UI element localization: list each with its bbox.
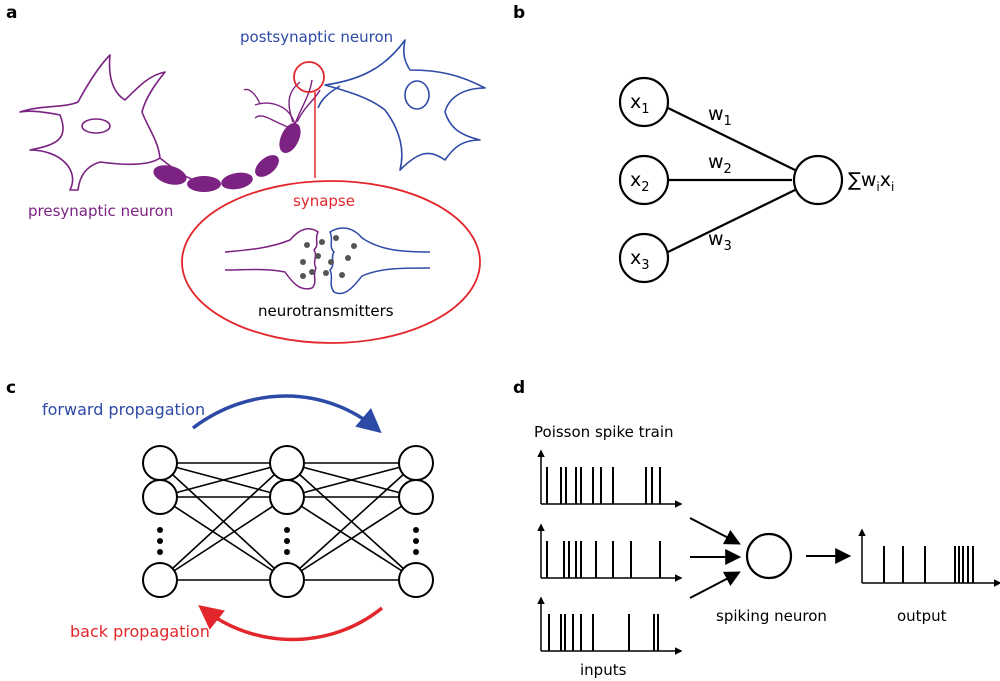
back-propagation-label: back propagation [70, 622, 210, 641]
myelin-sheath [153, 123, 301, 192]
network-nodes [142, 445, 434, 598]
input-node-x1 [618, 76, 670, 128]
weight-label-w2: w2 [708, 151, 732, 177]
network-edge [159, 462, 288, 581]
input-label-x2: x2 [630, 169, 650, 195]
synapse-presynaptic-terminal [224, 227, 319, 290]
input-node-x2 [618, 154, 670, 206]
network-edge [286, 496, 417, 581]
perceptron-edges [667, 107, 796, 253]
synapse-detail [224, 227, 431, 295]
back-arrow [198, 604, 384, 642]
network-node [142, 562, 178, 598]
network-edges [159, 462, 417, 581]
ellipsis-dot [413, 527, 419, 533]
weight-label-w1: w1 [708, 103, 732, 129]
forward-arrow [191, 394, 382, 434]
ellipsis-dot [157, 527, 163, 533]
network-node [269, 479, 305, 515]
ellipsis-dot [157, 549, 163, 555]
network-node [398, 445, 434, 481]
ellipsis-dot [284, 527, 290, 533]
network-edge [286, 462, 417, 581]
input-arrows [689, 517, 742, 599]
panel-b: b x1 x2 x3 w1 w2 w3 ∑wixi [513, 3, 894, 284]
synapse-postsynaptic-terminal [329, 227, 431, 295]
spiking-neuron-label: spiking neuron [716, 607, 827, 625]
panel-c: c forward propagation back propagation [6, 378, 434, 642]
weighted-sum-label: ∑wixi [848, 169, 894, 194]
presynaptic-soma-outline [19, 54, 166, 191]
ellipsis-dot [284, 538, 290, 544]
neurotransmitters-label: neurotransmitters [258, 302, 394, 320]
input-node-x3 [618, 232, 670, 284]
network-edge [159, 462, 288, 498]
postsynaptic-neuron [317, 39, 486, 171]
output-label: output [897, 607, 947, 625]
network-edge [159, 496, 288, 581]
ellipsis-dot [413, 538, 419, 544]
synapse-zoom-circle [293, 61, 325, 93]
presynaptic-label: presynaptic neuron [28, 202, 173, 220]
panel-b-label: b [513, 3, 525, 23]
synapse-label: synapse [293, 192, 355, 210]
spike-train-title: Poisson spike train [534, 423, 674, 441]
network-node [142, 445, 178, 481]
ellipsis-dot [157, 538, 163, 544]
network-node [398, 562, 434, 598]
ellipsis-dot [413, 549, 419, 555]
weight-label-w3: w3 [708, 228, 732, 254]
panel-d-label: d [513, 378, 525, 398]
panel-d: d Poisson spike train spiking neuron out… [513, 378, 1000, 679]
neurotransmitter-dots [300, 235, 357, 279]
presynaptic-nucleus [81, 118, 111, 134]
forward-propagation-label: forward propagation [42, 400, 205, 419]
ellipsis-dot [284, 549, 290, 555]
network-node [398, 479, 434, 515]
postsynaptic-label: postsynaptic neuron [240, 28, 393, 46]
synapse-zoom-ellipse [181, 180, 481, 344]
spiking-neuron-node [745, 532, 793, 580]
postsynaptic-nucleus [404, 80, 430, 110]
output-node [792, 154, 844, 206]
network-node [142, 479, 178, 515]
panel-c-label: c [6, 378, 16, 398]
input-label-x1: x1 [630, 91, 650, 117]
network-node [269, 562, 305, 598]
axon-terminals [243, 79, 321, 129]
inputs-label: inputs [580, 661, 627, 679]
network-edge [286, 462, 417, 498]
spike-trains [537, 449, 1000, 655]
input-label-x3: x3 [630, 247, 650, 273]
panel-a: a [6, 3, 486, 344]
network-node [269, 445, 305, 481]
panel-a-label: a [6, 3, 17, 23]
postsynaptic-soma-outline [324, 39, 486, 171]
